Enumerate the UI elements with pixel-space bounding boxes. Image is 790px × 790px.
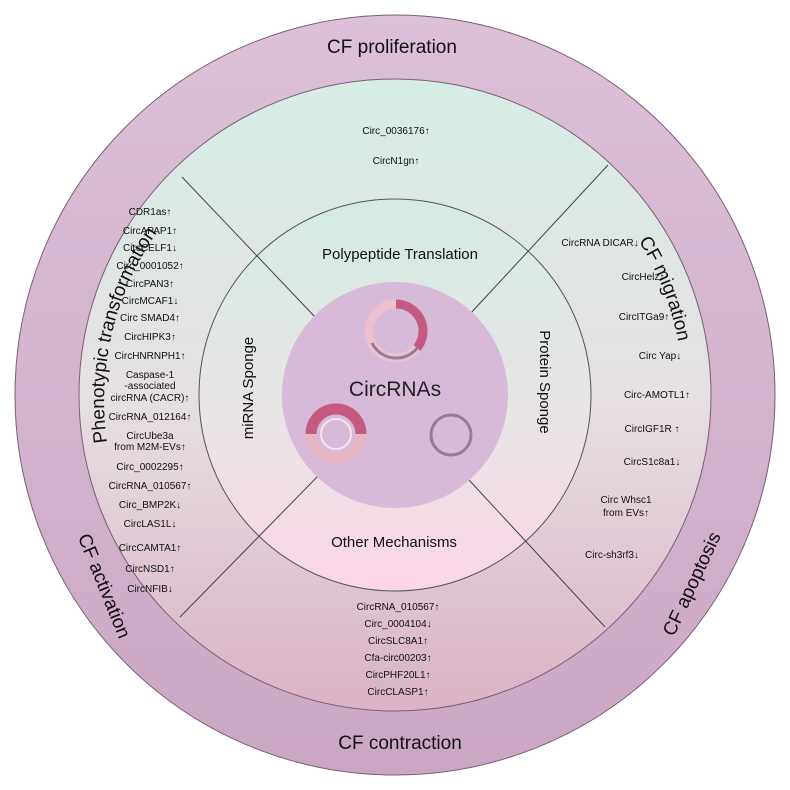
label-cf-proliferation: CF proliferation: [327, 37, 457, 58]
circrna-item: CircPHF20L1↑: [365, 670, 430, 681]
circrna-item: Circ_0001052↑: [116, 261, 183, 272]
circrna-item: CircLAS1L↓: [124, 519, 177, 530]
label-cf-contraction: CF contraction: [338, 733, 462, 754]
circrna-icon-right: [429, 413, 473, 457]
circrna-item: CircRNA_010567↑: [357, 602, 440, 613]
circrna-item: CircSLC8A1↑: [368, 636, 428, 647]
circrna-item: Circ SMAD4↑: [120, 313, 180, 324]
circrna-item: Circ_0036176↑: [362, 126, 429, 137]
circrna-item: CircPAN3↑: [126, 279, 174, 290]
circrna-item: CircNSD1↑: [125, 564, 174, 575]
divider-lines: [179, 164, 609, 628]
circrna-item: -associated: [124, 381, 175, 392]
circrna-item: CircRNA_010567↑: [109, 481, 192, 492]
circrna-item: CircMCAF1↓: [122, 296, 179, 307]
circrna-item: from EVs↑: [603, 508, 649, 519]
circrna-icon-left: [305, 403, 367, 465]
circrna-item: from M2M-EVs↑: [114, 442, 186, 453]
circrna-item: CircAPAP1↑: [123, 226, 177, 237]
center-title: CircRNAs: [349, 378, 441, 401]
circrna-item: circRNA (CACR)↑: [111, 393, 190, 404]
circrna-item: CircRNA DICAR↓: [561, 238, 638, 249]
circrna-item: CircCAMTA1↑: [119, 543, 182, 554]
circrna-item: CircITGa9↑: [619, 312, 670, 323]
circrna-icon-top: [364, 299, 428, 363]
circrna-item: Circ_0002295↑: [116, 462, 183, 473]
circrna-item: Circ Yap↓: [639, 351, 681, 362]
circrna-item: Circ-AMOTL1↑: [624, 390, 690, 401]
circrna-item: CircNFIB↓: [127, 584, 173, 595]
items-other-mechanisms: CircRNA_010567↑ Circ_0004104↓ CircSLC8A1↑ C…: [357, 602, 440, 698]
circrna-item: Circ_0004104↓: [364, 619, 431, 630]
center-disc: [282, 282, 508, 508]
circrna-item: CircCLASP1↑: [367, 687, 428, 698]
circrna-item: CircCELF1↓: [123, 243, 177, 254]
mechanism-protein-sponge: Protein Sponge: [536, 330, 553, 433]
items-protein-sponge: CircRNA DICAR↓ CircHelz↑ CircITGa9↑ Circ Ya…: [561, 238, 690, 561]
circrna-item: Circ-sh3rf3↓: [585, 550, 639, 561]
circrna-item: Cfa-circ00203↑: [364, 653, 431, 664]
circrna-item: CircN1gn↑: [373, 156, 420, 167]
items-polypeptide-translation: Circ_0036176↑ CircN1gn↑: [362, 126, 429, 167]
mechanism-other-mechanisms: Other Mechanisms: [331, 534, 457, 551]
circrna-item: Circ Whsc1: [600, 495, 652, 506]
circrna-item: Circ_BMP2K↓: [119, 500, 181, 511]
circrna-item: CircHNRNPH1↑: [114, 351, 185, 362]
circrna-item: CDR1as↑: [129, 207, 172, 218]
mechanism-polypeptide-translation: Polypeptide Translation: [322, 246, 478, 263]
circrna-item: CircHIPK3↑: [124, 332, 176, 343]
circrna-item: CircRNA_012164↑: [109, 412, 192, 423]
circrna-item: CircIGF1R ↑: [625, 424, 680, 435]
mechanism-mirna-sponge: miRNA Sponge: [240, 337, 257, 440]
items-mirna-sponge: CDR1as↑ CircAPAP1↑ CircCELF1↓ Circ_0001052↑…: [109, 207, 192, 595]
circrna-item: CircUbe3a: [126, 431, 174, 442]
circrna-item: Caspase-1: [126, 370, 175, 381]
circrna-item: CircHelz↑: [622, 272, 665, 283]
circrna-item: CircS1c8a1↓: [624, 457, 681, 468]
